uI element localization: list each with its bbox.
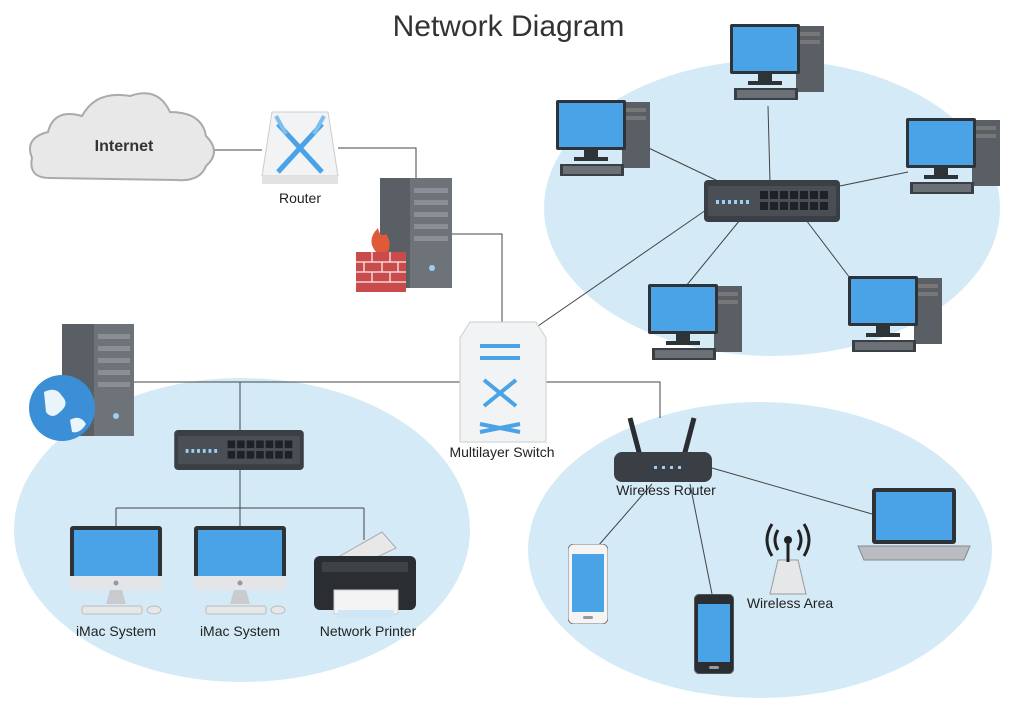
router-label: Router [279, 190, 321, 206]
desktop-pc-icon [730, 24, 824, 100]
link-switch-pc3 [829, 171, 909, 189]
desktop-pc-icon [648, 284, 742, 360]
page-title: Network Diagram [392, 10, 625, 43]
switch-icon [704, 180, 840, 222]
multilayer-switch-label: Multilayer Switch [449, 444, 554, 460]
switch-left-node[interactable] [174, 430, 304, 470]
imac-2-label: iMac System [200, 623, 280, 639]
router-icon [261, 111, 339, 184]
link-wr-laptop [711, 467, 873, 515]
smartphone-icon [568, 544, 608, 624]
links [115, 105, 909, 595]
pc-5-node[interactable] [848, 276, 942, 352]
link-switch-left-bus [115, 507, 365, 540]
wireless-area-label: Wireless Area [747, 595, 834, 611]
imac-2-node[interactable]: iMac System [194, 526, 287, 639]
cloud-icon [29, 92, 215, 182]
switch-right-node[interactable] [704, 180, 840, 222]
link-switch-pc5 [805, 219, 851, 279]
link-mlswitch-switch-right [537, 209, 707, 327]
phone-white-node[interactable] [568, 544, 608, 624]
wireless-router-node[interactable]: Wireless Router [614, 417, 716, 498]
desktop-pc-icon [906, 118, 1000, 194]
imac-1-node[interactable]: iMac System [70, 526, 163, 639]
multilayer-switch-icon [459, 321, 547, 443]
web-server-icon [29, 324, 134, 441]
web-server-node[interactable] [29, 324, 134, 441]
link-wr-phone-white [597, 483, 653, 547]
link-switch-pc2 [767, 105, 771, 183]
internet-label: Internet [95, 138, 154, 155]
printer-label: Network Printer [320, 623, 417, 639]
laptop-icon [857, 488, 971, 561]
desktop-pc-icon [556, 100, 650, 176]
wireless-router-label: Wireless Router [616, 482, 716, 498]
phone-black-node[interactable] [694, 594, 734, 674]
multilayer-switch-node[interactable]: Multilayer Switch [449, 321, 555, 460]
firewall-server-icon [356, 178, 452, 292]
pc-1-node[interactable] [556, 100, 650, 176]
link-wr-phone-black [689, 483, 713, 595]
wireless-router-icon [614, 417, 712, 482]
link-switch-pc1 [635, 141, 721, 183]
switch-icon [174, 430, 304, 470]
printer-icon [314, 531, 416, 618]
wireless-area-node[interactable]: Wireless Area [747, 523, 834, 611]
pc-2-node[interactable] [730, 24, 824, 100]
imac-1-label: iMac System [76, 623, 156, 639]
smartphone-icon [694, 594, 734, 674]
link-firewall-mlswitch [452, 233, 503, 322]
laptop-node[interactable] [857, 488, 971, 561]
internet-node[interactable]: Internet [29, 92, 215, 182]
link-mlswitch-wireless-router [546, 381, 661, 418]
firewall-node[interactable] [356, 178, 452, 292]
pc-4-node[interactable] [648, 284, 742, 360]
printer-node[interactable]: Network Printer [314, 531, 417, 639]
wireless-antenna-icon [765, 523, 811, 595]
desktop-pc-icon [848, 276, 942, 352]
pc-3-node[interactable] [906, 118, 1000, 194]
link-switch-pc4 [685, 219, 741, 287]
link-router-firewall [338, 147, 417, 178]
router-node[interactable]: Router [261, 111, 339, 206]
